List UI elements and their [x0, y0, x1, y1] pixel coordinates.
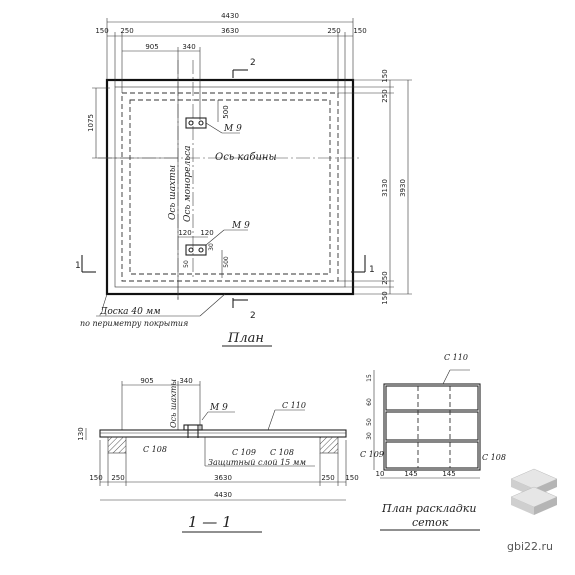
plan-overall-width: 4430 — [221, 12, 239, 20]
section-anchor-label: М 9 — [209, 403, 228, 413]
mesh-bottom-dim-3: 145 — [442, 470, 455, 478]
plan-top-dim-2: 250 — [120, 27, 133, 35]
plan-right-dim-3: 3130 — [381, 179, 389, 197]
mesh-bottom-dim-1: 10 — [376, 470, 385, 478]
anchor-bolt — [198, 247, 204, 253]
mesh-outline-inner — [129, 99, 331, 275]
plan-sub-dim-905: 905 — [145, 43, 158, 51]
plan-top-dim-5: 150 — [353, 27, 366, 35]
mesh-left-dim-2: 60 — [366, 398, 373, 406]
mesh-label-c110: С 110 — [444, 353, 468, 362]
plan-right-dim-4: 250 — [381, 271, 389, 284]
section-mesh-c108-right: С 108 — [270, 448, 294, 457]
anchor-label-top: М 9 — [223, 124, 242, 134]
anchor-dim-500: 500 — [223, 256, 230, 268]
section-bottom-dim-3: 3630 — [214, 474, 232, 482]
mesh-left-dim-1: 15 — [366, 374, 373, 382]
plan-left-dim: 1075 — [87, 114, 95, 132]
section-axis-label: Ось шахты — [169, 379, 178, 428]
anchor-dim-top: 500 — [222, 105, 230, 118]
site-name[interactable]: gbi22.ru — [507, 540, 554, 553]
section-title: 1 — 1 — [188, 513, 232, 531]
section-bottom-dim-2: 250 — [111, 474, 124, 482]
section-bottom-dim-1: 150 — [89, 474, 102, 482]
section-support-right — [319, 436, 339, 454]
section-bottom-dim-4: 250 — [321, 474, 334, 482]
plan-overall-height: 3930 — [399, 179, 407, 197]
anchor-bolt — [198, 120, 204, 126]
board-note-line2: по периметру покрытия — [80, 319, 188, 328]
section-protective-layer: Защитный слой 15 мм — [208, 458, 306, 467]
plan-right-dim-2: 250 — [381, 89, 389, 102]
mesh-title-line1: План раскладки — [381, 502, 476, 515]
section-height-dim: 130 — [77, 427, 85, 440]
mesh-title-line2: сеток — [412, 516, 449, 529]
axis-cabin-label: Ось кабины — [215, 152, 277, 163]
plan-top-dim-1: 150 — [95, 27, 108, 35]
anchor-dim-50: 50 — [183, 260, 190, 268]
plan-right-dim-5: 150 — [381, 291, 389, 304]
board-note-line1: Доска 40 мм — [99, 307, 161, 317]
section-mesh-c110: С 110 — [282, 401, 306, 410]
mesh-frame — [383, 383, 481, 471]
section-mesh-c109: С 109 — [232, 448, 256, 457]
plan-top-dim-4: 250 — [327, 27, 340, 35]
section-support-left — [107, 436, 127, 454]
axis-shafts-label: Ось шахты — [168, 165, 178, 220]
anchor-bolt — [188, 247, 194, 253]
section-dim-905: 905 — [140, 377, 153, 385]
slab-inner-edge — [114, 86, 346, 288]
anchor-bolt — [188, 120, 194, 126]
section-dim-340: 340 — [179, 377, 192, 385]
section-mark-2-top: 2 — [250, 58, 256, 68]
anchor-dim-30: 30 — [208, 243, 215, 251]
section-slab — [99, 429, 347, 438]
section-mesh-c108-left: С 108 — [143, 445, 167, 454]
plan-view: 4430 150 250 3630 250 150 905 340 2 2 1 … — [75, 12, 412, 347]
mesh-outline-outer — [121, 92, 339, 282]
plan-sub-dim-340: 340 — [182, 43, 195, 51]
section-mark-1-left: 1 — [75, 261, 81, 271]
section-overall-width: 4430 — [214, 491, 232, 499]
section-anchor-plate — [183, 424, 203, 431]
anchor-plate-bottom — [185, 244, 207, 256]
plan-title: План — [227, 331, 264, 346]
anchor-dim-120-right: 120 — [200, 229, 213, 237]
mesh-left-dim-4: 30 — [366, 432, 373, 440]
anchor-dim-120-left: 120 — [178, 229, 191, 237]
mesh-layout-view: С 110 С 109 С 108 15 60 50 30 10 145 145… — [360, 353, 506, 531]
slab-outline — [105, 78, 355, 296]
section-mark-2-bottom: 2 — [250, 311, 256, 321]
section-view: 905 340 Ось шахты М 9 С 110 С 108 С 109 … — [77, 377, 359, 533]
anchor-label-bottom: М 9 — [231, 221, 250, 231]
section-mark-1-right: 1 — [369, 265, 375, 275]
mesh-label-c109: С 109 — [360, 450, 384, 459]
mesh-left-dim-3: 50 — [366, 418, 373, 426]
section-bottom-dim-5: 150 — [345, 474, 358, 482]
mesh-label-c108: С 108 — [482, 453, 506, 462]
plan-top-dim-3: 3630 — [221, 27, 239, 35]
mesh-bottom-dim-2: 145 — [404, 470, 417, 478]
site-logo-icon — [510, 468, 558, 515]
axis-monorail-label: Ось монорельса — [183, 145, 193, 222]
plan-right-dim-1: 150 — [381, 69, 389, 82]
